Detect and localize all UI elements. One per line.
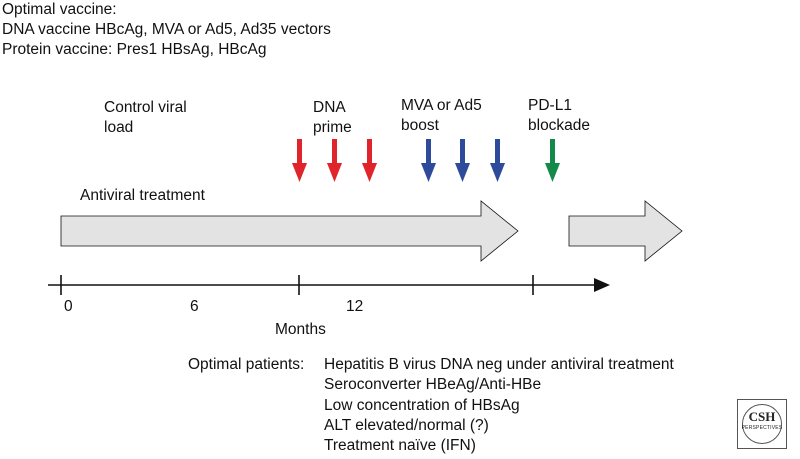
prime-arrow-1	[292, 139, 307, 182]
axis-label-months: Months	[275, 321, 326, 338]
continuation-arrow	[568, 200, 683, 262]
dna-prime-arrows	[292, 139, 377, 182]
time-axis	[48, 275, 598, 295]
logo-sub-text: PERSPECTIVES	[741, 425, 783, 431]
control-viral-load-label-line1: Control viral	[104, 99, 187, 116]
dna-vaccine-line: DNA vaccine HBcAg, MVA or Ad5, Ad35 vect…	[2, 21, 331, 38]
pdl1-label-line2: blockade	[528, 117, 591, 134]
axis-tick-label-0: 0	[64, 298, 73, 315]
pdl1-arrow	[545, 139, 560, 182]
antiviral-treatment-arrow	[60, 200, 519, 262]
patient-criterion: Seroconverter HBeAg/Anti-HBe	[324, 376, 542, 393]
protein-vaccine-line: Protein vaccine: Pres1 HBsAg, HBcAg	[2, 41, 267, 58]
axis-tick-label-12: 12	[346, 298, 364, 315]
patient-criterion: Hepatitis B virus DNA neg under antivira…	[324, 356, 674, 373]
patient-criterion: ALT elevated/normal (?)	[324, 417, 489, 434]
optimal-vaccine-heading: Optimal vaccine:	[2, 1, 117, 18]
logo-ring	[742, 404, 782, 444]
patient-criterion: Low concentration of HBsAg	[324, 397, 520, 414]
patient-criterion: Treatment naïve (IFN)	[324, 437, 476, 454]
optimal-patients-heading: Optimal patients:	[188, 356, 305, 373]
boost-arrow-2	[455, 139, 470, 182]
boost-label-line2: boost	[401, 117, 439, 134]
prime-arrow-2	[327, 139, 342, 182]
boost-arrow-1	[421, 139, 436, 182]
csh-perspectives-logo: CSH PERSPECTIVES	[737, 399, 787, 449]
antiviral-treatment-label: Antiviral treatment	[80, 187, 205, 204]
axis-tick-label-6: 6	[190, 298, 199, 315]
boost-arrows	[421, 139, 505, 182]
boost-label-line1: MVA or Ad5	[401, 97, 482, 114]
prime-arrow-3	[362, 139, 377, 182]
dna-prime-label-line1: DNA	[313, 99, 346, 116]
pdl1-label-line1: PD-L1	[528, 97, 572, 114]
boost-arrow-3	[490, 139, 505, 182]
control-viral-load-label-line2: load	[104, 119, 134, 136]
axis-arrowhead	[594, 278, 610, 292]
logo-main-text: CSH	[748, 409, 776, 424]
dna-prime-label-line2: prime	[313, 119, 352, 136]
